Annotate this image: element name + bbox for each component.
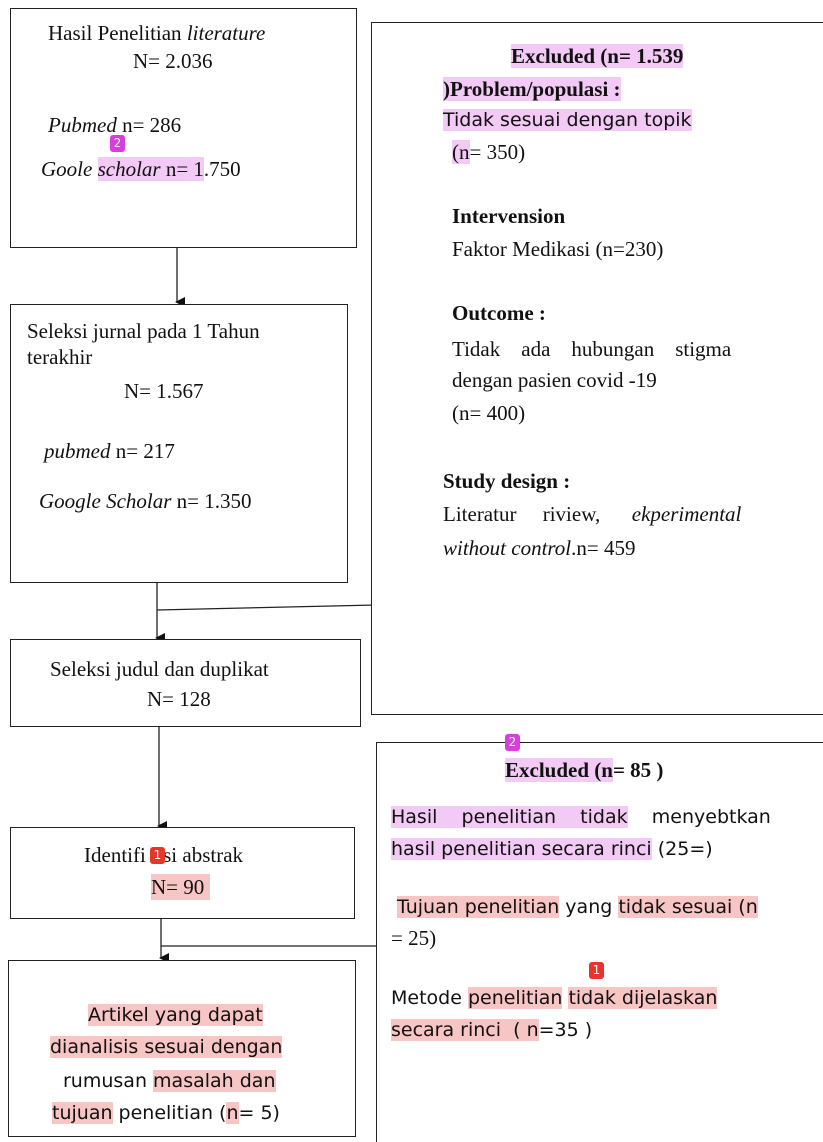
box5-line1-text: Artikel yang dapat [88, 1004, 263, 1026]
excluded1-problem-desc: Tidak sesuai dengan topik [443, 107, 692, 133]
box5-line2-text: dianalisis sesuai dengan [50, 1036, 283, 1058]
excluded2-r2-a: hasil penelitian secara rinci [391, 838, 652, 860]
box1-pubmed-line: Pubmed n= 286 [48, 112, 181, 138]
excluded1-problem-n-b: = 350) [469, 140, 526, 164]
box5-line1: Artikel yang dapat [88, 1002, 263, 1028]
box-seleksi-judul [10, 639, 361, 727]
excluded2-r6-b: n [526, 1019, 539, 1041]
box4-line1: Identifi asi abstrak [84, 842, 243, 868]
box4-line1-b: asi abstrak [153, 843, 244, 867]
box3-n: N= 128 [147, 687, 211, 711]
annotation-badge-2: 2 [110, 135, 125, 152]
box5-line4-d: = 5) [238, 1102, 280, 1124]
excluded2-reason3-line2: secara rinci ( n=35 ) [391, 1017, 592, 1043]
box-seleksi-jurnal [10, 304, 348, 583]
excluded1-heading: Excluded (n= 1.539 [511, 43, 684, 69]
box5-line3-b: masalah dan [153, 1070, 276, 1092]
box1-title-line: Hasil Penelitian literature [48, 20, 265, 46]
excluded2-reason1-line1: Hasil penelitian tidak menyebtkan [391, 804, 771, 830]
excluded1-study-desc1: Literatur riview, ekperimental [443, 501, 741, 527]
box2-scholar-n: n= 1.350 [176, 489, 252, 513]
box1-title: Hasil Penelitian [48, 21, 182, 45]
excluded2-r5-b: penelitian [467, 987, 563, 1009]
annotation-badge-1: 1 [150, 847, 165, 864]
excluded1-intervension-desc: Faktor Medikasi (n=230) [452, 237, 664, 261]
box-identifikasi-abstrak [10, 827, 355, 919]
box2-line1: Seleksi jurnal pada 1 Tahun [27, 319, 260, 343]
excluded1-intervension: Intervension [452, 204, 566, 228]
excluded1-problem: )Problem/populasi : [443, 76, 621, 102]
excluded2-r3-c: tidak sesuai (n [618, 896, 758, 918]
box2-pubmed-line: pubmed n= 217 [44, 438, 175, 464]
box1-scholar-n-b: .750 [203, 157, 241, 181]
box-hasil-penelitian [10, 8, 357, 248]
excluded2-reason3-line1: Metode penelitian tidak dijelaskan [391, 985, 718, 1011]
excluded2-r3-b: yang [559, 896, 619, 918]
excluded1-outcome: Outcome : [452, 301, 546, 325]
excluded2-r3-a: Tujuan penelitian [397, 896, 560, 918]
box3-line1: Seleksi judul dan duplikat [50, 657, 269, 681]
excluded2-heading-a: Excluded ( [505, 758, 602, 782]
box1-n: N= 2.036 [133, 49, 213, 73]
excluded1-study: Study design : [443, 469, 571, 493]
excluded1-problem-text: )Problem/populasi : [443, 77, 621, 101]
box-excluded-1 [371, 22, 823, 715]
excluded2-heading: Excluded (n= 85 ) [505, 757, 663, 783]
box2-pubmed-label: pubmed [44, 439, 111, 463]
excluded2-r2-b: (25=) [651, 838, 713, 860]
excluded2-r5-a: Metode [391, 987, 468, 1009]
excluded2-r6-c: =35 ) [538, 1019, 593, 1041]
box4-line1-a: Identifi [84, 843, 146, 867]
excluded2-reason2-line1: Tujuan penelitian yang tidak sesuai (n [397, 894, 758, 920]
box1-scholar-n-a: n= 1 [165, 157, 204, 181]
excluded1-problem-n-a: (n [452, 140, 470, 164]
box1-scholar-line: Goole scholar n= 1.750 [41, 156, 241, 182]
excluded2-r6-a: secara rinci ( [391, 1019, 527, 1041]
box5-line4-a: tujuan [52, 1102, 113, 1124]
excluded1-outcome-desc1: Tidak ada hubungan stigma [452, 337, 732, 361]
box2-scholar-line: Google Scholar n= 1.350 [39, 488, 252, 514]
excluded1-problem-n: (n= 350) [452, 139, 525, 165]
excluded2-r1-a: Hasil penelitian tidak [391, 806, 628, 828]
excluded1-outcome-desc2: dengan pasien covid -19 [452, 368, 657, 392]
box1-scholar-label-b: scholar [97, 157, 161, 181]
box1-pubmed-n: n= 286 [122, 113, 182, 137]
excluded2-r5-c: tidak dijelaskan [568, 987, 718, 1009]
excluded1-heading-text: Excluded (n= 1.539 [511, 44, 684, 68]
excluded1-problem-desc-text: Tidak sesuai dengan topik [443, 109, 692, 131]
box5-line2: dianalisis sesuai dengan [50, 1034, 283, 1060]
box5-line4-c: n [226, 1102, 239, 1124]
box2-line2: terakhir [27, 345, 93, 369]
excluded2-r1-b: menyebtkan [651, 806, 771, 828]
box2-pubmed-n: n= 217 [115, 439, 175, 463]
box5-line3: rumusan masalah dan [63, 1068, 276, 1094]
excluded2-heading-c: = 85 ) [612, 758, 664, 782]
box4-n: N= 90 [151, 874, 211, 900]
annotation-badge-2b: 2 [505, 734, 520, 751]
excluded1-study-desc2: without control.n= 459 [443, 535, 636, 561]
box1-title-italic: literature [186, 21, 266, 45]
excluded2-reason2-line2: = 25) [391, 926, 437, 950]
box1-pubmed-label: Pubmed [48, 113, 117, 137]
box-excluded-2 [376, 742, 823, 1142]
excluded1-study-desc1-a: Literatur riview, [443, 502, 601, 526]
box5-line4-b: penelitian ( [118, 1102, 227, 1124]
annotation-badge-1b: 1 [589, 962, 604, 979]
excluded2-heading-b: n [601, 758, 613, 782]
excluded2-reason1-line2: hasil penelitian secara rinci (25=) [391, 836, 713, 862]
box1-scholar-label-a: Goole [41, 157, 93, 181]
box5-line4: tujuan penelitian (n= 5) [52, 1100, 280, 1126]
box2-n: N= 1.567 [124, 379, 204, 403]
branch-line-1 [156, 604, 377, 611]
box5-line3-a: rumusan [63, 1070, 147, 1092]
excluded1-study-desc2-b: .n= 459 [571, 536, 636, 560]
excluded1-study-desc2-a: without control [443, 536, 572, 560]
box2-scholar-label: Google Scholar [39, 489, 172, 513]
excluded1-outcome-n: (n= 400) [452, 401, 526, 425]
excluded1-study-desc1-b: ekperimental [631, 502, 742, 526]
